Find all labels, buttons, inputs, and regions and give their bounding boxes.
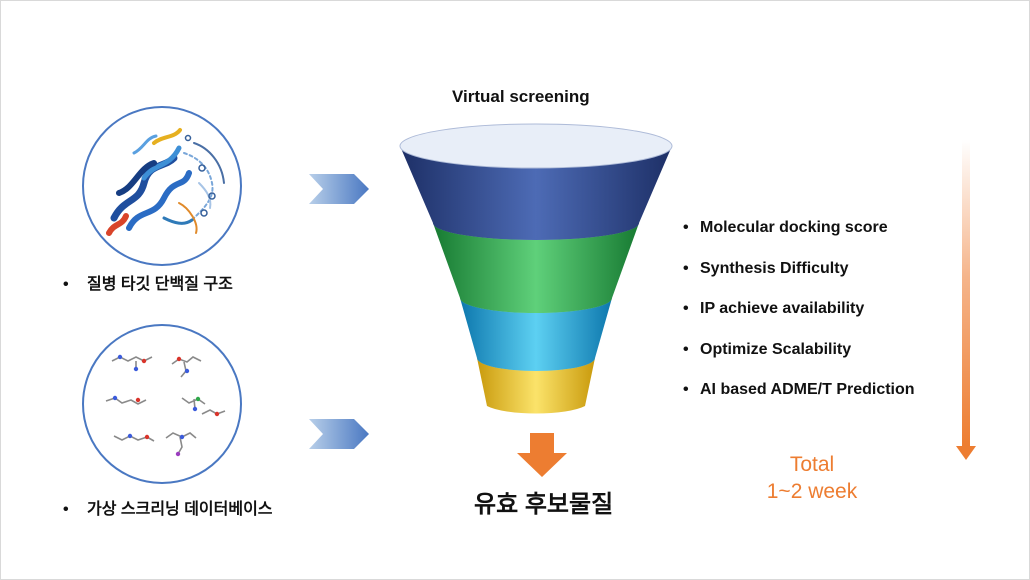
funnel-segment-cyan	[460, 298, 612, 371]
funnel-segment-blue	[400, 146, 672, 240]
result-label: 유효 후보물질	[474, 491, 614, 518]
bullet: •	[683, 340, 689, 358]
criteria-item: • Optimize Scalability	[683, 338, 915, 379]
criteria-item: • Synthesis Difficulty	[683, 257, 915, 298]
chevron-right-icon	[309, 419, 369, 449]
bullet: •	[683, 219, 689, 236]
funnel-top-opening	[400, 124, 672, 168]
screening-funnel	[399, 123, 673, 414]
molecule-library-text: 가상 스크리닝 데이터베이스	[87, 501, 273, 518]
funnel-title: Virtual screening	[452, 87, 590, 106]
screening-criteria-list: • Molecular docking score • Synthesis Diff…	[683, 216, 915, 419]
chevron-right-icon	[309, 174, 369, 204]
criteria-text: IP achieve availability	[700, 300, 865, 317]
funnel-segment-yellow	[477, 358, 595, 414]
criteria-text: AI based ADME/T Prediction	[700, 381, 915, 398]
bullet: •	[63, 501, 69, 518]
criteria-item: • AI based ADME/T Prediction	[683, 378, 915, 419]
funnel-segment-green	[433, 223, 639, 313]
protein-structure-icon	[106, 128, 225, 236]
criteria-text: Optimize Scalability	[700, 340, 852, 358]
molecule-library-image	[82, 324, 242, 484]
duration-value: 1~2 week	[766, 480, 858, 503]
protein-structure-label: • 질병 타깃 단백질 구조	[63, 270, 233, 294]
bullet: •	[683, 381, 689, 398]
total-label: Total	[789, 453, 835, 476]
arrow-down-icon	[517, 433, 567, 477]
criteria-item: • Molecular docking score	[683, 216, 915, 257]
protein-structure-image	[82, 106, 242, 266]
criteria-item: • IP achieve availability	[683, 297, 915, 338]
bullet: •	[63, 276, 69, 293]
bullet: •	[683, 300, 689, 317]
molecule-library-label: • 가상 스크리닝 데이터베이스	[63, 495, 273, 519]
protein-structure-text: 질병 타깃 단백질 구조	[87, 276, 233, 293]
criteria-text: Molecular docking score	[700, 219, 888, 236]
criteria-text: Synthesis Difficulty	[700, 259, 849, 277]
timeline-arrow	[956, 140, 976, 460]
bullet: •	[683, 259, 689, 277]
total-duration: Total 1~2 week	[740, 451, 884, 505]
molecule-library-icon	[105, 354, 226, 457]
